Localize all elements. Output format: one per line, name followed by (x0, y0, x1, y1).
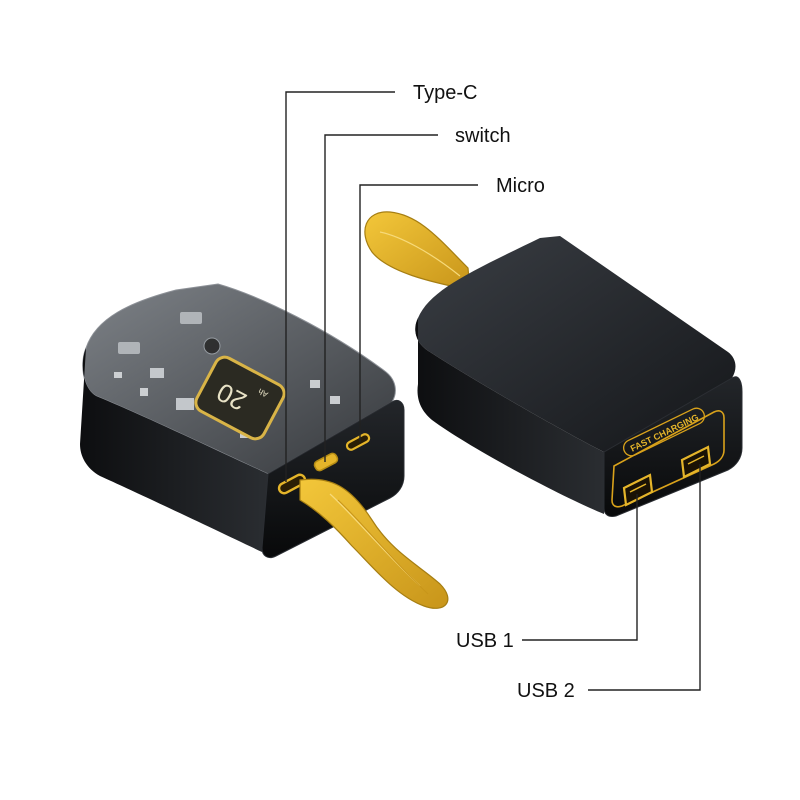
display-unit: Ah (257, 386, 270, 399)
right-top-face (415, 236, 736, 452)
circuit-components (114, 312, 340, 438)
left-side-face (80, 348, 268, 552)
right-strap (364, 211, 471, 291)
callout-labels: Type-C switch Micro USB 1 USB 2 (413, 82, 575, 702)
usb2-leader (588, 464, 701, 691)
led-display: 20 Ah (194, 355, 286, 441)
usb2-label: USB 2 (517, 680, 575, 702)
type-c-leader (285, 91, 395, 482)
callout-leaders (285, 91, 701, 691)
switch-button (313, 452, 339, 472)
usb1-port (622, 473, 654, 507)
switch-leader (324, 134, 438, 462)
left-strap (299, 478, 449, 609)
left-power-bank: 20 Ah (80, 283, 449, 609)
micro-leader (359, 184, 478, 442)
right-power-bank: FAST CHARGING (364, 211, 743, 517)
usb1-label: USB 1 (456, 630, 514, 652)
type-c-label: Type-C (413, 82, 477, 104)
micro-port (345, 433, 371, 451)
type-c-port (277, 473, 307, 495)
micro-label: Micro (496, 175, 545, 197)
switch-label: switch (455, 125, 511, 147)
right-side-face (415, 318, 604, 514)
right-port-frame (611, 410, 725, 508)
usb2-port (680, 445, 712, 479)
usb1-leader (522, 494, 638, 641)
